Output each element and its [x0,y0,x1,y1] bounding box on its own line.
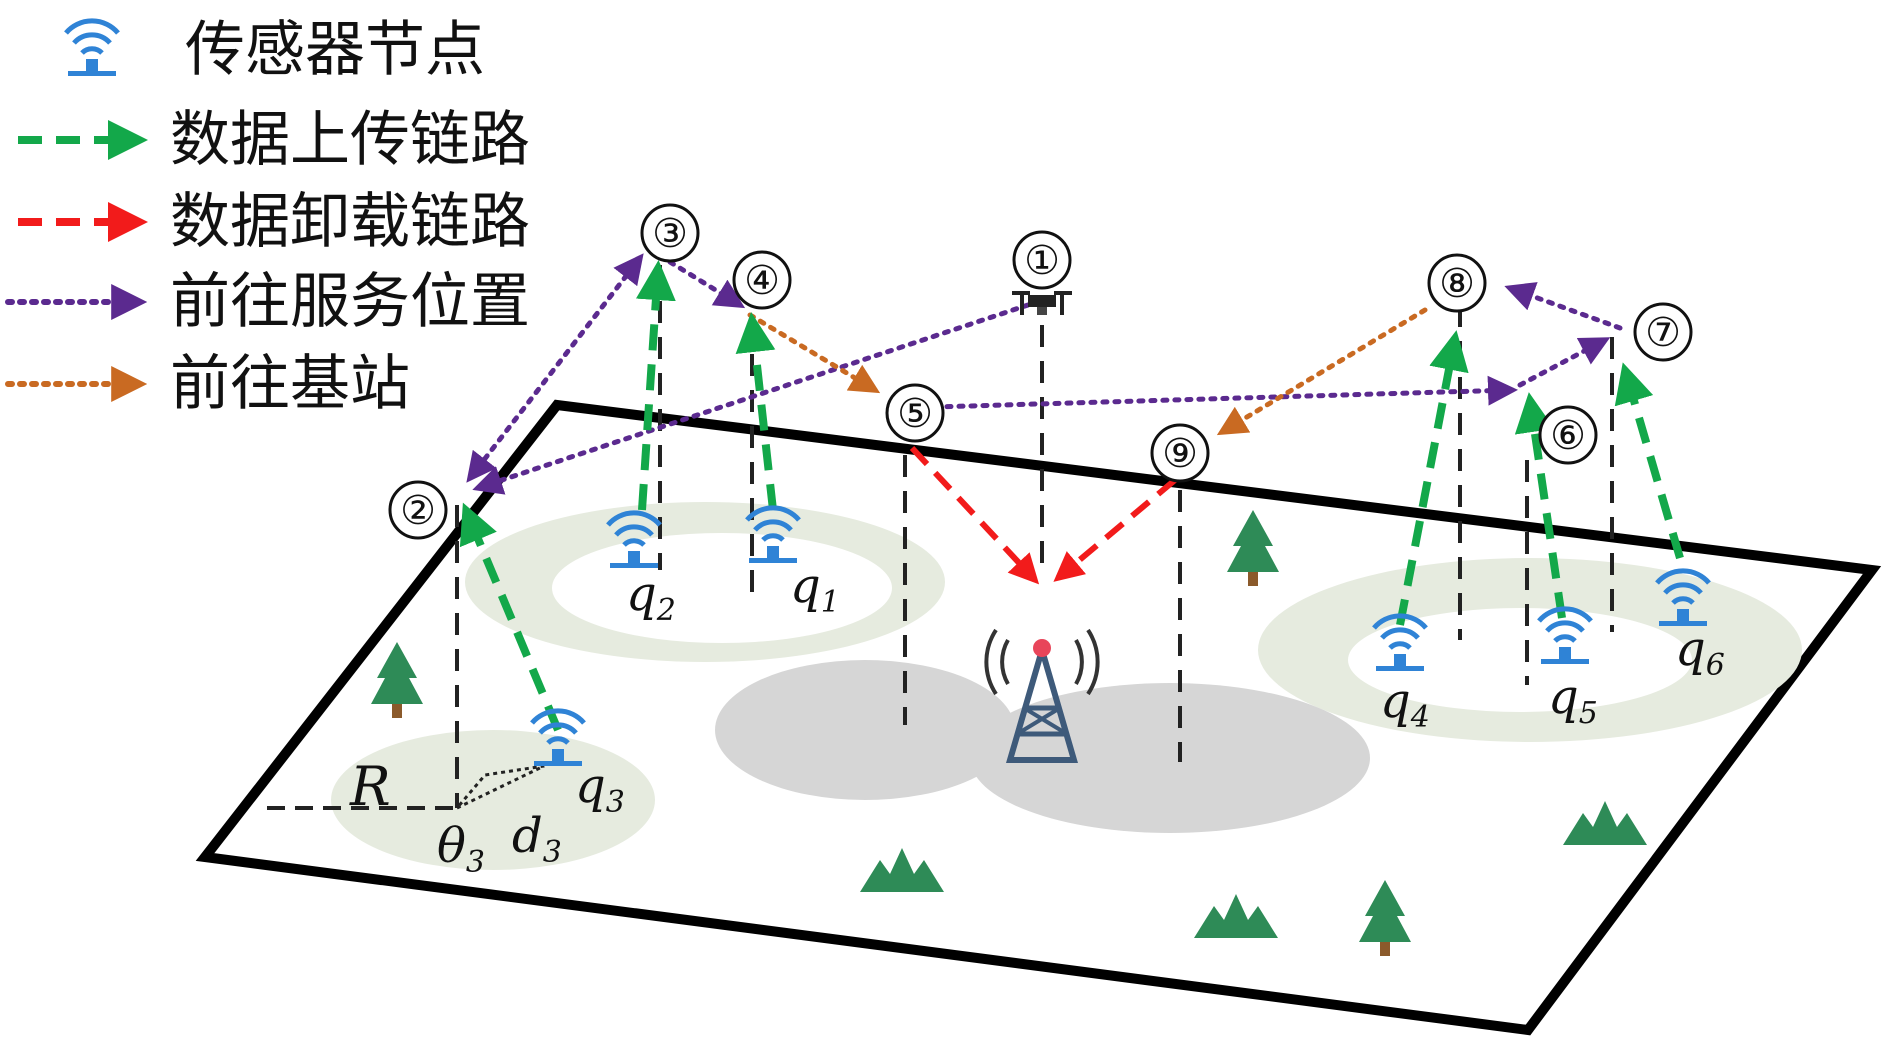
waypoint-labels: ① ② ③ ④ ⑤ ⑥ ⑦ ⑧ ⑨ [388,203,1693,540]
waypoint-5: ⑤ [897,391,933,437]
legend-item-sensor: 传感器节点 [66,15,485,85]
waypoint-9: ⑨ [1162,431,1198,477]
geometry-q3 [267,764,545,810]
offload-links [909,445,1177,585]
projection-lines [455,265,1614,808]
geometry-labels: R θ3 d3 [349,755,562,880]
upload-links [459,260,1684,732]
legend-label-sensor: 传感器节点 [185,15,485,85]
sensor-label-q2: q2 [626,566,676,628]
legend-item-to-bs: 前往基站 [5,349,410,419]
sensor-label-q3: q3 [575,758,625,820]
legend-item-to-service: 前往服务位置 [5,267,530,337]
coverage-areas [331,502,1802,870]
sensor-label-q4: q4 [1380,673,1430,735]
legend-item-offload: 数据卸载链路 [18,187,530,257]
sensor-icon [66,21,118,76]
base-station-icon [984,628,1100,763]
sensor-label-q6: q6 [1675,621,1725,683]
coverage-bs-right [970,683,1370,833]
legend-label-to-service: 前往服务位置 [170,267,530,337]
legend-label-to-bs: 前往基站 [170,349,410,419]
waypoint-1: ① [1024,238,1060,284]
sensor-labels: q1 q2 q3 q4 q5 q6 [575,558,1725,820]
waypoint-8: ⑧ [1439,261,1475,307]
theta-label: θ3 [437,818,485,880]
waypoint-3: ③ [652,211,688,257]
sensor-label-q5: q5 [1548,669,1598,731]
distance-label: d3 [512,808,562,870]
legend-label-offload: 数据卸载链路 [170,187,530,257]
legend-label-upload: 数据上传链路 [170,105,530,175]
waypoint-4: ④ [744,258,780,304]
uav-icon [1012,291,1072,315]
coverage-right-inner [1348,608,1692,712]
waypoint-7: ⑦ [1645,310,1681,356]
coverage-bs-left [715,660,1015,800]
waypoint-6: ⑥ [1550,413,1586,459]
sensor-label-q1: q1 [790,558,840,620]
legend: 传感器节点 数据上传链路 数据卸载链路 前往服务位置 前往基站 [5,15,530,419]
coverage-q1q2-inner [552,533,892,643]
radius-label: R [349,755,391,818]
waypoint-2: ② [400,488,436,534]
legend-item-upload: 数据上传链路 [18,105,530,175]
